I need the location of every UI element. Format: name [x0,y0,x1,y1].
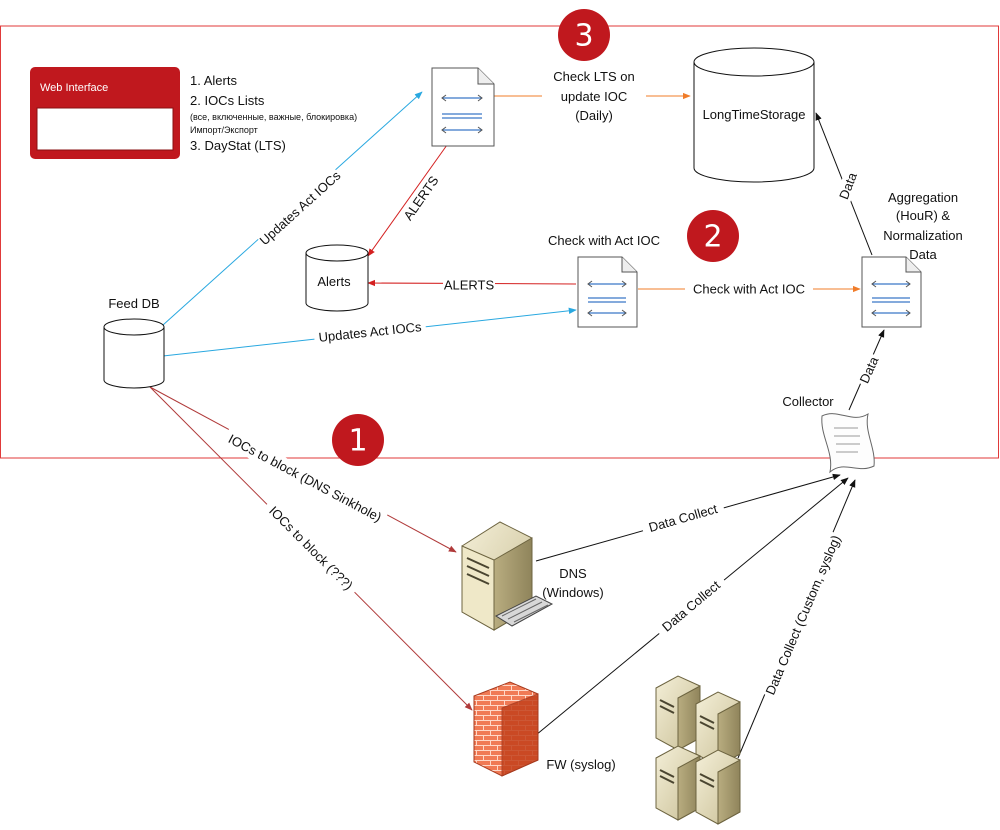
svg-text:Aggregation: Aggregation [888,190,958,205]
svg-text:Data Collect: Data Collect [659,577,723,634]
svg-text:Data Collect (Custom, syslog): Data Collect (Custom, syslog) [763,533,844,697]
label-iocs-fw: IOCs to block (???) [260,497,362,599]
menu-item-iocs-detail: (все, включенные, важные, блокировка) [190,112,357,122]
alerts-db-label: Alerts [317,274,351,289]
label-alerts-mid: ALERTS [443,276,495,294]
feed-db-node[interactable]: Feed DB [103,296,165,389]
long-time-storage-label: LongTimeStorage [703,107,806,122]
collector-node[interactable]: Collector [782,394,875,474]
badge-3: 3 [558,9,610,61]
check-act-ioc-title: Check with Act IOC [548,233,660,248]
feed-db-label: Feed DB [108,296,159,311]
label-data-to-agg: Data [855,352,883,388]
dns-server-node[interactable]: DNS (Windows) [461,521,604,631]
menu-item-alerts: 1. Alerts [190,73,237,88]
svg-text:2: 2 [703,220,722,255]
svg-text:Normalization: Normalization [883,228,962,243]
svg-text:update IOC: update IOC [561,89,628,104]
server-cluster-node[interactable] [655,675,741,825]
label-check-lts: Check LTS on update IOC (Daily) [542,67,646,123]
alerts-db-node[interactable]: Alerts [305,244,369,312]
svg-text:Updates Act IOCs: Updates Act IOCs [257,168,344,249]
label-check-with-act-ioc: Check with Act IOC [685,280,813,298]
firewall-node[interactable]: FW (syslog) [473,681,616,777]
svg-text:IOCs to block (???): IOCs to block (???) [266,503,356,593]
collector-label: Collector [782,394,834,409]
firewall-label: FW (syslog) [546,757,615,772]
label-updates-mid: Updates Act IOCs [313,317,427,347]
badge-2: 2 [687,210,739,262]
svg-text:3: 3 [574,19,593,54]
label-alerts-top: ALERTS [400,173,442,224]
badge-1: 1 [332,414,384,466]
svg-text:(Daily): (Daily) [575,108,613,123]
svg-text:Data Collect: Data Collect [647,501,720,535]
web-interface-window[interactable]: Web Interface [30,67,180,159]
label-data-to-lts: Data [834,168,862,204]
menu-item-daystat: 3. DayStat (LTS) [190,138,286,153]
system-boundary [0,25,999,459]
svg-text:Check LTS on: Check LTS on [553,69,634,84]
web-interface-menu: 1. Alerts 2. IOCs Lists (все, включенные… [190,73,357,153]
label-collect-fw: Data Collect [653,572,729,640]
lts-check-script-icon[interactable] [431,67,495,147]
act-ioc-check-script-icon[interactable] [577,256,638,328]
label-updates-top: Updates Act IOCs [255,166,345,250]
svg-text:1: 1 [348,424,367,459]
svg-text:Data: Data [909,247,937,262]
aggregation-script-icon[interactable] [861,256,922,328]
svg-text:Check with Act IOC: Check with Act IOC [693,282,805,297]
svg-text:ALERTS: ALERTS [444,278,495,293]
svg-text:(HouR) &: (HouR) & [896,208,951,223]
label-collect-custom: Data Collect (Custom, syslog) [760,530,846,700]
link-alerts-top [367,144,448,257]
long-time-storage-node[interactable]: LongTimeStorage [693,47,815,183]
dns-label-line1: DNS [559,566,587,581]
label-collect-dns: Data Collect [640,497,726,539]
aggregation-label: Aggregation (HouR) & Normalization Data [883,190,962,262]
menu-item-iocs-import: Импорт/Экспорт [190,125,258,135]
menu-item-iocs-lists: 2. IOCs Lists [190,93,265,108]
svg-text:ALERTS: ALERTS [400,173,441,223]
dns-label-line2: (Windows) [542,585,603,600]
web-interface-title: Web Interface [40,82,108,94]
